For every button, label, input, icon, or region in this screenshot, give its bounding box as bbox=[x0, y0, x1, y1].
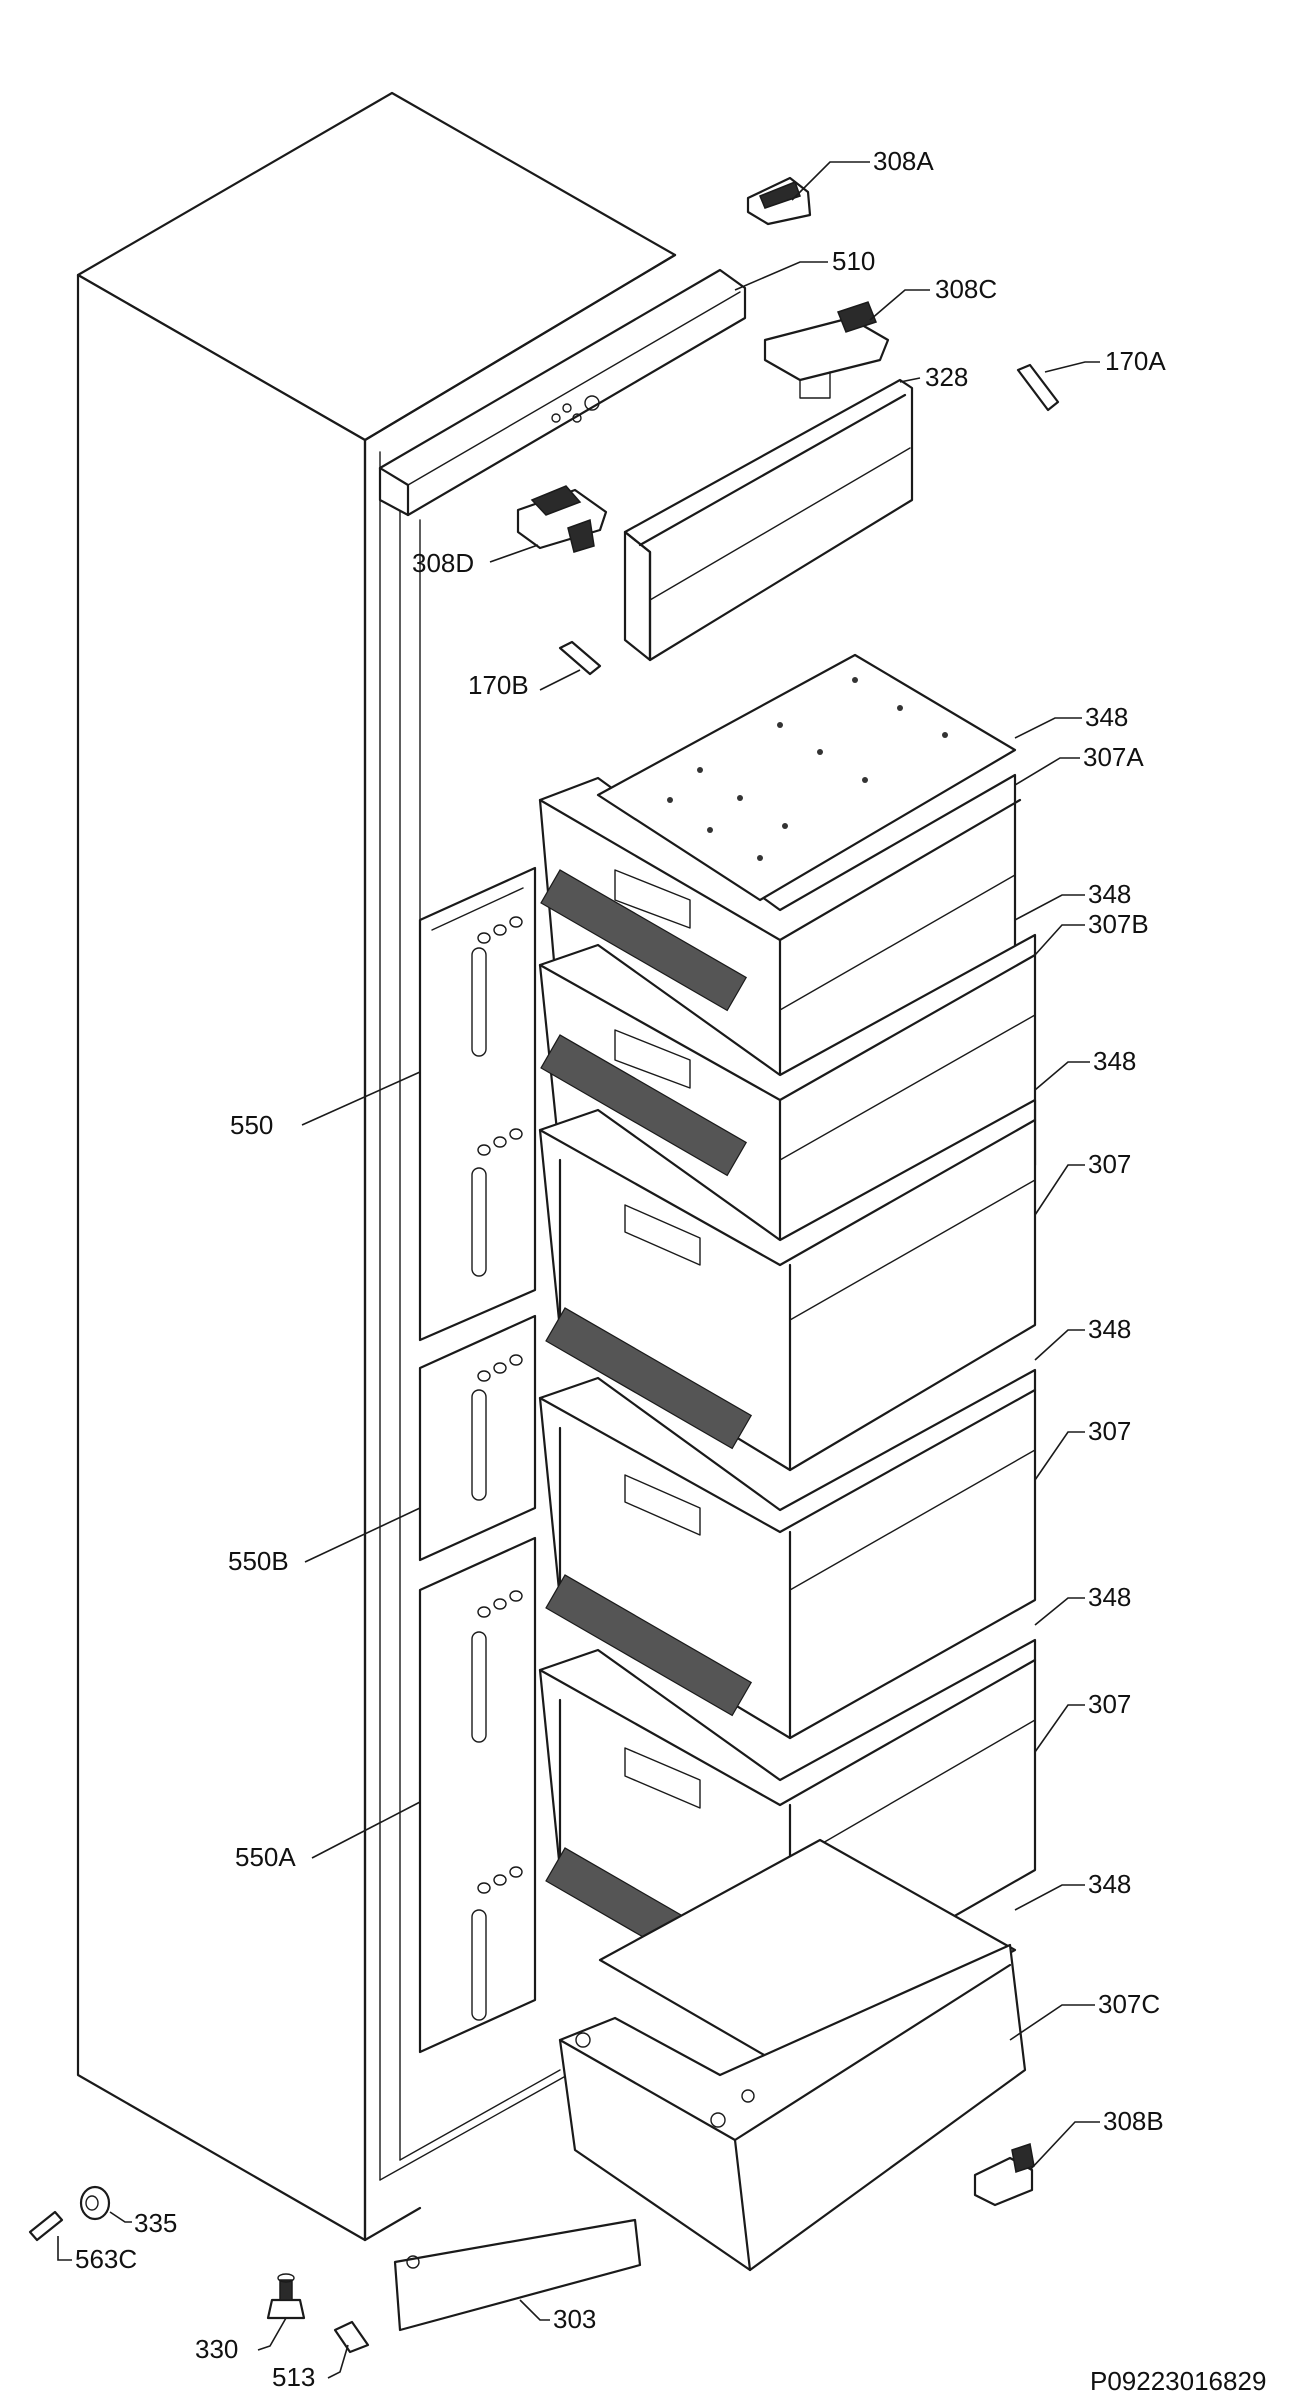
label-550: 550 bbox=[230, 1110, 273, 1140]
hinge-308a bbox=[746, 176, 812, 226]
drawer-307-1 bbox=[538, 1098, 1037, 1472]
leader-lines bbox=[57, 161, 1100, 2379]
label-348-5: 348 bbox=[1088, 1582, 1131, 1612]
drawer-307-2 bbox=[538, 1368, 1037, 1740]
label-348-3: 348 bbox=[1093, 1046, 1136, 1076]
label-335: 335 bbox=[134, 2208, 177, 2238]
label-308b: 308B bbox=[1103, 2106, 1164, 2136]
label-348-6: 348 bbox=[1088, 1869, 1131, 1899]
pin-170a bbox=[1016, 363, 1060, 412]
label-348-2: 348 bbox=[1088, 879, 1131, 909]
glass-shelf-348-6 bbox=[598, 1838, 1017, 2072]
part-labels: 308A 510 308C 170A 328 308D 170B 348 307… bbox=[75, 146, 1166, 2392]
drawer-307c bbox=[558, 1943, 1027, 2272]
label-513: 513 bbox=[272, 2362, 315, 2392]
label-307-3: 307 bbox=[1088, 1689, 1131, 1719]
label-328: 328 bbox=[925, 362, 968, 392]
glass-shelf-348-1 bbox=[596, 653, 1017, 902]
label-510: 510 bbox=[832, 246, 875, 276]
flap-328 bbox=[623, 378, 914, 662]
hinge-308b bbox=[973, 2143, 1035, 2207]
inner-panels bbox=[418, 866, 537, 2054]
label-308a: 308A bbox=[873, 146, 934, 176]
label-330: 330 bbox=[195, 2334, 238, 2364]
label-303: 303 bbox=[553, 2304, 596, 2334]
label-308c: 308C bbox=[935, 274, 997, 304]
label-308d: 308D bbox=[412, 548, 474, 578]
foot-330 bbox=[266, 2273, 306, 2320]
control-panel-510 bbox=[378, 268, 747, 517]
label-550b: 550B bbox=[228, 1546, 289, 1576]
bracket-513 bbox=[333, 2320, 370, 2354]
reference-code: P09223016829 bbox=[1090, 2366, 1266, 2396]
label-348-1: 348 bbox=[1085, 702, 1128, 732]
label-307-1: 307 bbox=[1088, 1149, 1131, 1179]
label-170b: 170B bbox=[468, 670, 529, 700]
pin-170b bbox=[558, 640, 602, 676]
hinge-308c bbox=[763, 301, 890, 399]
label-348-4: 348 bbox=[1088, 1314, 1131, 1344]
foot-335 bbox=[79, 2185, 111, 2221]
label-563c: 563C bbox=[75, 2244, 137, 2274]
label-170a: 170A bbox=[1105, 346, 1166, 376]
label-550a: 550A bbox=[235, 1842, 296, 1872]
label-307-2: 307 bbox=[1088, 1416, 1131, 1446]
label-307c: 307C bbox=[1098, 1989, 1160, 2019]
label-307a: 307A bbox=[1083, 742, 1144, 772]
hinge-308d bbox=[516, 485, 608, 553]
screw-563c bbox=[28, 2210, 64, 2242]
label-307b: 307B bbox=[1088, 909, 1149, 939]
plinth-303 bbox=[393, 2218, 642, 2332]
